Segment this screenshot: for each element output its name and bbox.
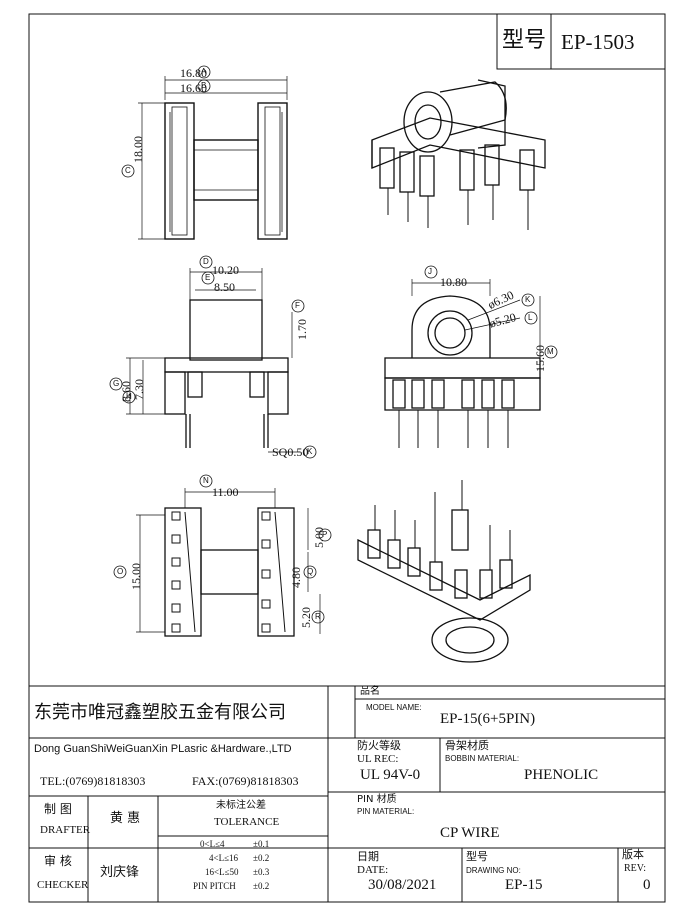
header-part-number: EP-1503 xyxy=(561,30,635,54)
dim-b: 16.60 xyxy=(180,81,207,95)
marker-h: H xyxy=(126,392,132,401)
date-value: 30/08/2021 xyxy=(368,877,437,893)
tol-value-1: ±0.1 xyxy=(253,839,270,849)
dims-end xyxy=(411,279,541,410)
marker-p: P xyxy=(322,530,328,539)
drafter-name: 黄 惠 xyxy=(110,811,141,826)
ul-rec-label: UL REC: xyxy=(357,753,399,765)
dim-c: 18.00 xyxy=(131,136,145,163)
marker-f: F xyxy=(295,301,300,310)
tol-value-3: ±0.3 xyxy=(253,867,270,877)
rev-label: REV: xyxy=(624,863,647,874)
drafter-cn: 制 图 xyxy=(44,802,72,816)
marker-q: Q xyxy=(307,567,314,576)
checker-name: 刘庆锋 xyxy=(100,865,140,880)
header-type-label: 型号 xyxy=(502,28,547,53)
dim-q: 4.80 xyxy=(289,567,303,588)
view-front-bobbin xyxy=(164,102,288,240)
tolerance-label: TOLERANCE xyxy=(214,816,280,828)
dim-d: 10.20 xyxy=(212,263,239,277)
dim-n: 11.00 xyxy=(212,485,239,499)
marker-m: M xyxy=(547,347,554,356)
marker-k-side: K xyxy=(307,447,313,456)
marker-j: J xyxy=(428,267,432,276)
dim-h: 7.30 xyxy=(132,379,146,400)
marker-c: C xyxy=(125,166,131,175)
drawing-no-label: DRAWING NO: xyxy=(466,866,521,875)
model-name-value: EP-15(6+5PIN) xyxy=(440,711,536,727)
marker-k: K xyxy=(525,295,531,304)
marker-a: A xyxy=(201,67,207,76)
marker-b: B xyxy=(201,81,207,90)
view-side xyxy=(164,299,289,448)
dim-f: 1.70 xyxy=(295,319,309,340)
company-name-cn: 东莞市唯冠鑫塑胶五金有限公司 xyxy=(34,702,286,723)
tol-range-3: 16<L≤50 xyxy=(205,867,239,877)
date-label: DATE: xyxy=(357,864,389,876)
company-tel: TEL:(0769)81818303 xyxy=(40,774,146,788)
drawing-no-cn: 型号 xyxy=(466,850,488,863)
pin-material-label: PIN MATERIAL: xyxy=(357,807,415,816)
view-bottom xyxy=(164,507,295,637)
tol-value-4: ±0.2 xyxy=(253,881,270,891)
fire-rating-cn: 防火等级 xyxy=(357,739,401,752)
dims-side xyxy=(126,268,300,453)
dim-r: 5.20 xyxy=(299,607,313,628)
sheet-border xyxy=(28,13,666,903)
company-name-en: Dong GuanShiWeiGuanXin PLasric &Hardware… xyxy=(34,743,292,755)
marker-e: E xyxy=(205,273,211,282)
date-cn: 日期 xyxy=(357,850,379,863)
dim-o: 15.00 xyxy=(129,563,143,590)
marker-circles xyxy=(109,65,558,624)
marker-d: D xyxy=(203,257,209,266)
marker-n: N xyxy=(203,476,209,485)
dim-j: 10.80 xyxy=(440,275,467,289)
view-iso-top xyxy=(371,79,546,230)
rev-value: 0 xyxy=(643,877,651,893)
dim-m: 15.60 xyxy=(533,345,547,372)
company-fax: FAX:(0769)81818303 xyxy=(192,774,299,788)
marker-o: O xyxy=(117,567,124,576)
tol-range-2: 4<L≤16 xyxy=(209,853,239,863)
tol-range-4: PIN PITCH xyxy=(193,881,236,891)
ul-rec-value: UL 94V-0 xyxy=(360,767,421,783)
bobbin-material-cn: 骨架材质 xyxy=(445,739,489,752)
dims-front xyxy=(138,76,288,240)
marker-r: R xyxy=(315,612,321,621)
title-block-grid xyxy=(29,685,665,902)
dim-a: 16.80 xyxy=(180,66,207,80)
view-iso-bottom xyxy=(357,480,531,663)
tolerance-cn: 未标注公差 xyxy=(216,800,266,811)
product-name-cn: 品名 xyxy=(360,686,380,697)
bobbin-material-label: BOBBIN MATERIAL: xyxy=(445,754,520,763)
marker-l: L xyxy=(528,313,533,322)
header-box xyxy=(496,13,666,70)
checker-label: CHECKER xyxy=(37,879,89,891)
rev-cn: 版本 xyxy=(622,848,644,861)
dim-e: 8.50 xyxy=(214,280,235,294)
checker-cn: 审 核 xyxy=(44,854,72,868)
pin-sq: SQ0.50 xyxy=(272,445,309,459)
dims-bottom xyxy=(136,488,321,634)
drawing-no-value: EP-15 xyxy=(505,877,543,893)
tol-value-2: ±0.2 xyxy=(253,853,270,863)
pin-material-cn: PIN 材质 xyxy=(357,794,397,805)
bobbin-material-value: PHENOLIC xyxy=(524,767,599,783)
model-name-label: MODEL NAME: xyxy=(366,703,422,712)
marker-g: G xyxy=(113,379,120,388)
tol-range-1: 0<L≤4 xyxy=(200,839,225,849)
pin-material-value: CP WIRE xyxy=(440,825,500,841)
drafter-label: DRAFTER xyxy=(40,824,91,836)
